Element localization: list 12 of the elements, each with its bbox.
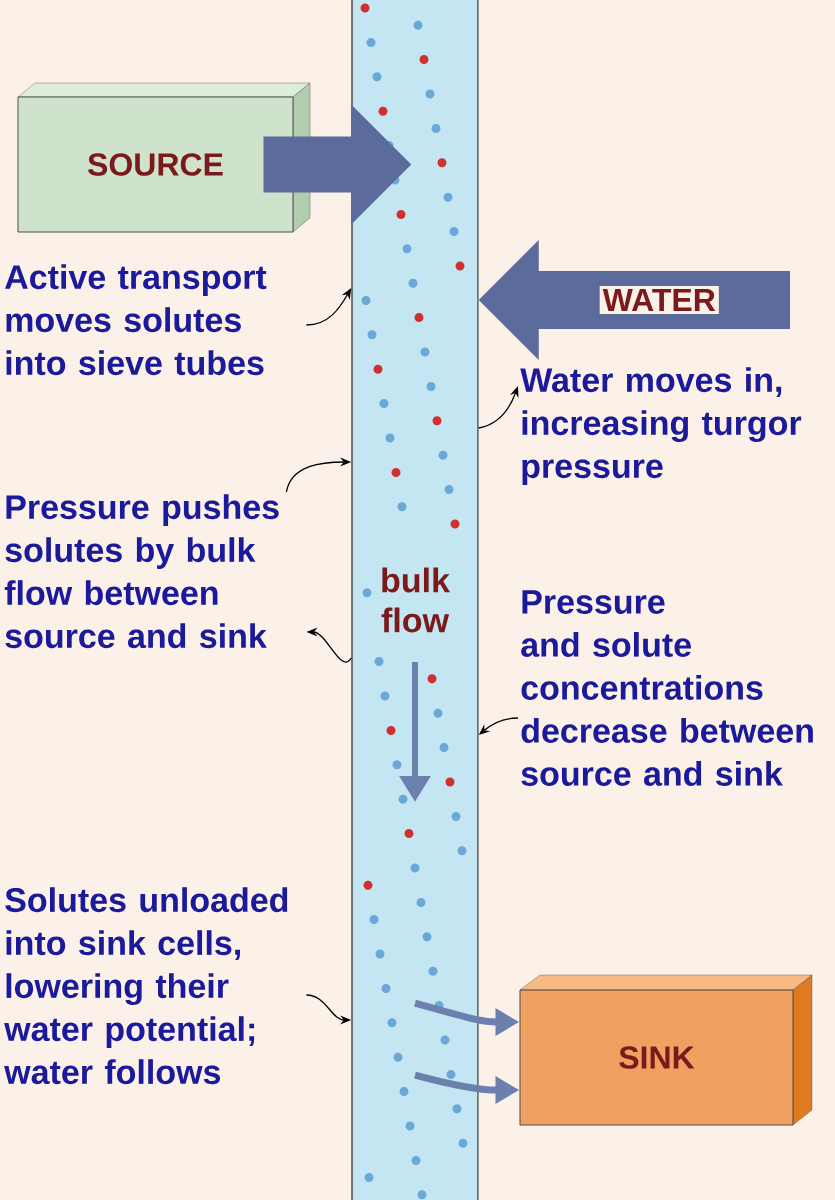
flow-arrow [263, 104, 412, 225]
sieve-tube: bulk flow [351, 0, 479, 1200]
annotation-text: Water moves in, increasing turgor pressure [520, 367, 802, 485]
source-box: SOURCE [17, 82, 311, 233]
leader-line [305, 288, 352, 326]
annotation-text: Pressure and solute concentrations decrease between source and sink [521, 590, 813, 786]
annotation-text: Solutes unloaded into sink cells, lowering their water potential; water follows [4, 887, 288, 1085]
annotation-text: Pressure pushes solutes by bulk flow between source and sink [4, 494, 279, 649]
sink-box: SINK [519, 974, 813, 1126]
annotation-text: Active transport moves solutes into sieve tubes [5, 264, 267, 376]
edge-label: WATER [602, 289, 716, 311]
leader-line [478, 386, 519, 429]
